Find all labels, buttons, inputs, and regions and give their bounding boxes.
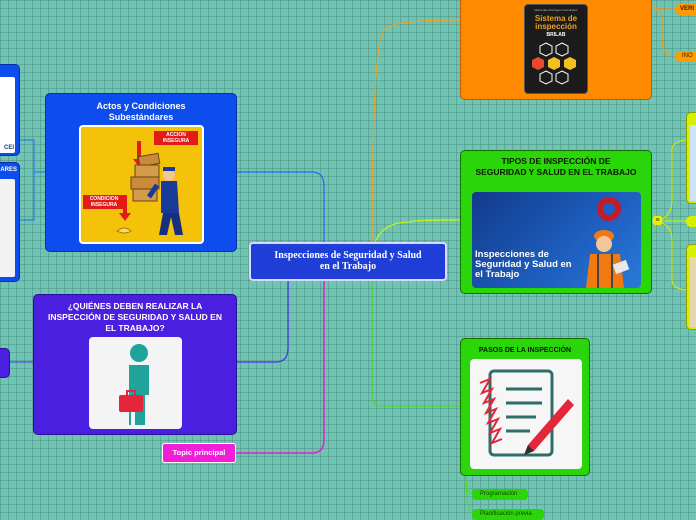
book-brand: BRILAB — [525, 32, 587, 38]
right-partial-node-top[interactable] — [686, 112, 696, 204]
orange-child-ino-label: INO — [682, 53, 693, 59]
checklist-image — [470, 359, 582, 469]
right-partial-node-bottom[interactable] — [686, 244, 696, 330]
tipos-banner-text: Inspecciones de Seguridad y Salud en el … — [475, 250, 579, 280]
hexagon-pattern-illustration — [525, 41, 587, 91]
actos-image: ACCION INSEGURA CONDICION INSEGURA — [79, 125, 204, 244]
pasos-child-programacion-label: Programación — [480, 491, 517, 497]
worker-boxes-illustration — [81, 127, 202, 242]
pasos-child-programacion[interactable]: Programación — [472, 489, 528, 500]
pasos-title: PASOS DE LA INSPECCIÓN — [465, 345, 585, 356]
orange-child-veri[interactable]: VERI — [676, 4, 696, 15]
person-briefcase-icon — [89, 337, 182, 429]
right-partial-node-pill[interactable] — [686, 216, 696, 227]
cei-badge: CEI — [4, 145, 14, 151]
left-partial-image: CEI — [0, 77, 15, 153]
topic-principal-label: Topic principal — [163, 444, 235, 462]
node-actos-condiciones[interactable]: Actos y Condiciones Subestándares ACCION… — [45, 93, 237, 252]
checklist-pencil-icon — [470, 359, 582, 469]
orange-child-ino[interactable]: INO — [676, 51, 696, 62]
node-pasos-inspeccion[interactable]: PASOS DE LA INSPECCIÓN — [460, 338, 590, 476]
quienes-title: ¿QUIÉNES DEBEN REALIZAR LA INSPECCIÓN DE… — [46, 301, 224, 334]
book-cover-image: Mercedes Rodríguez Fernández Sistema de … — [524, 4, 588, 94]
pasos-child-planificacion[interactable]: Planificación previa — [472, 509, 544, 520]
book-title: Sistema de inspección — [527, 15, 585, 31]
person-briefcase-image — [89, 337, 182, 429]
central-topic-title: Inspecciones de Seguridad y Salud en el … — [269, 250, 427, 272]
tipos-collapse-icon[interactable]: ≡ — [653, 216, 662, 225]
right-partial-image-bottom — [690, 257, 696, 327]
orange-child-veri-label: VERI — [680, 6, 694, 12]
node-sistema-inspeccion[interactable]: Mercedes Rodríguez Fernández Sistema de … — [460, 0, 652, 100]
left-partial-image-2 — [0, 179, 15, 277]
pasos-child-planificacion-label: Planificación previa — [480, 511, 532, 517]
right-partial-image-top — [690, 125, 696, 201]
left-partial-node-top[interactable]: CEI — [0, 64, 20, 156]
book-author: Mercedes Rodríguez Fernández — [525, 8, 587, 12]
left-partial-node-bottom[interactable] — [0, 348, 10, 378]
actos-title: Actos y Condiciones Subestándares — [66, 101, 216, 123]
node-tipos-inspeccion[interactable]: TIPOS DE INSPECCIÓN DE SEGURIDAD Y SALUD… — [460, 150, 652, 294]
gear-badge-icon — [594, 194, 624, 224]
central-topic[interactable]: Inspecciones de Seguridad y Salud en el … — [249, 242, 447, 281]
engineer-illustration — [580, 224, 632, 288]
node-quienes[interactable]: ¿QUIÉNES DEBEN REALIZAR LA INSPECCIÓN DE… — [33, 294, 237, 435]
tipos-title: TIPOS DE INSPECCIÓN DE SEGURIDAD Y SALUD… — [475, 156, 637, 178]
tipos-banner-image: Inspecciones de Seguridad y Salud en el … — [472, 192, 641, 288]
topic-principal-node[interactable]: Topic principal — [162, 443, 236, 463]
left-partial-label: ARES — [0, 167, 17, 173]
left-partial-node-middle[interactable]: ARES — [0, 162, 20, 282]
